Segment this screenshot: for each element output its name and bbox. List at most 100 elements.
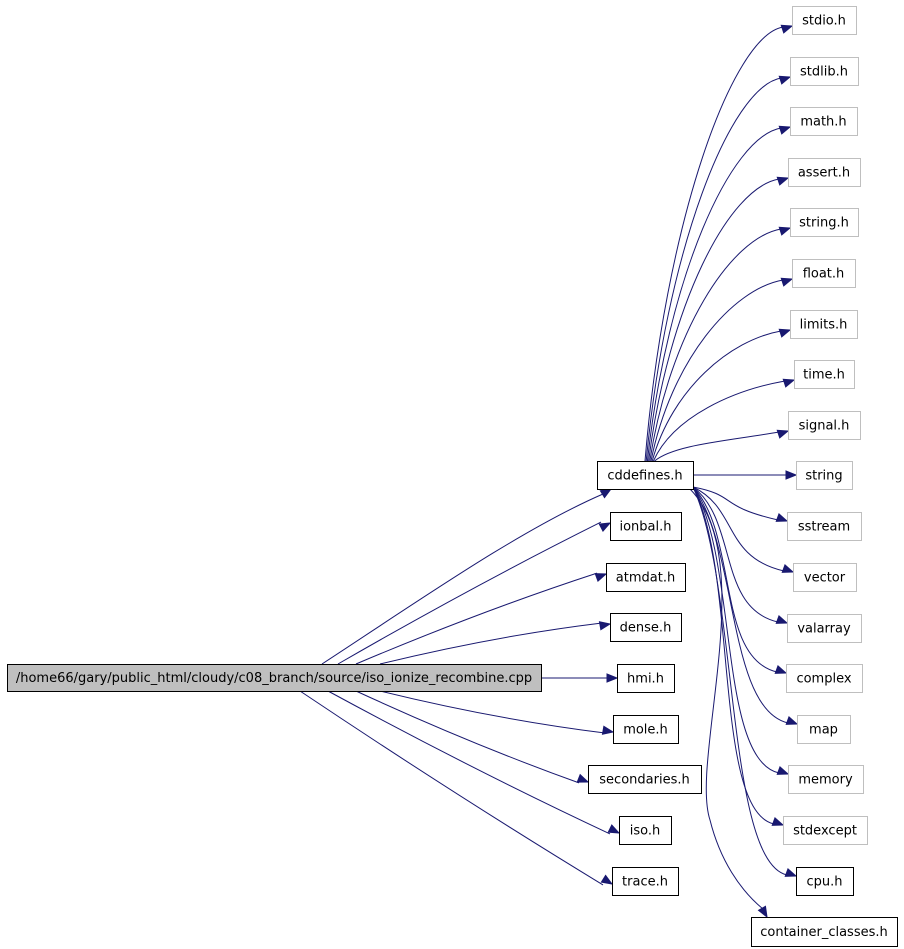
node-string-h-box [790, 208, 859, 237]
node-string[interactable]: string [796, 461, 853, 490]
edge-cddefines-to-container-classes-h [689, 488, 764, 910]
node-hmi-h-label: hmi.h [627, 672, 664, 687]
node-map[interactable]: map [797, 715, 851, 744]
edge-root-to-cddefines-h-arrowhead [599, 488, 613, 499]
edge-cddefines-to-signal-h [654, 431, 780, 462]
edge-cddefines-to-limits-h [651, 330, 782, 462]
node-string-box [796, 461, 853, 490]
node-assert-h-label: assert.h [798, 166, 850, 181]
graph-nodes: /home66/gary/public_html/cloudy/c08_bran… [7, 6, 898, 947]
node-cpu-h-box [796, 867, 854, 896]
node-assert-h[interactable]: assert.h [788, 158, 861, 187]
node-limits-h-box [790, 310, 858, 339]
edge-cddefines-to-cpu-h-arrowhead [784, 867, 798, 877]
node-mole-h[interactable]: mole.h [613, 715, 679, 744]
node-stdexcept[interactable]: stdexcept [783, 816, 868, 845]
node-math-h[interactable]: math.h [790, 107, 858, 136]
edge-root-to-secondaries-h [355, 690, 580, 784]
edge-root-to-dense-h-arrowhead [598, 621, 612, 631]
node-complex[interactable]: complex [786, 664, 863, 693]
node-complex-box [786, 664, 863, 693]
node-dense-h[interactable]: dense.h [610, 613, 682, 642]
node-vector-label: vector [804, 571, 846, 586]
node-limits-h[interactable]: limits.h [790, 310, 858, 339]
node-cddefines-h[interactable]: cddefines.h [597, 461, 694, 490]
node-float-h-label: float.h [803, 267, 845, 282]
node-secondaries-h-box [588, 765, 702, 794]
edge-root-to-hmi-h-arrowhead [606, 673, 619, 683]
edge-root-to-atmdat-h-arrowhead [594, 573, 608, 583]
edge-root-to-dense-h [379, 622, 602, 665]
edge-cddefines-to-stdexcept [692, 486, 775, 825]
node-map-box [797, 715, 851, 744]
edge-root-to-mole-h-arrowhead [601, 725, 615, 735]
node-ionbal-h-box [610, 512, 682, 541]
node-memory[interactable]: memory [788, 765, 864, 794]
node-stdio-h-box [792, 6, 857, 35]
node-time-h-label: time.h [803, 368, 845, 383]
node-float-h[interactable]: float.h [792, 259, 856, 288]
edge-cddefines-to-string-h-arrowhead [778, 226, 792, 236]
edge-cddefines-to-map-arrowhead [785, 715, 799, 725]
node-trace-h[interactable]: trace.h [612, 867, 679, 896]
node-atmdat-h-box [606, 563, 686, 592]
node-string-h[interactable]: string.h [790, 208, 859, 237]
node-hmi-h-box [617, 664, 675, 693]
node-secondaries-h[interactable]: secondaries.h [588, 765, 702, 794]
edge-root-to-atmdat-h [355, 572, 598, 665]
edge-root-to-iso-h [327, 690, 611, 835]
node-complex-label: complex [796, 672, 851, 687]
node-stdlib-h-box [790, 57, 859, 86]
edge-root-to-trace-h-arrowhead [600, 874, 614, 885]
node-map-label: map [809, 723, 838, 738]
edge-cddefines-to-assert-h [648, 178, 780, 462]
edge-cddefines-to-math-h-arrowhead [778, 125, 792, 135]
node-vector[interactable]: vector [793, 563, 857, 592]
node-signal-h[interactable]: signal.h [788, 411, 861, 440]
node-atmdat-h[interactable]: atmdat.h [606, 563, 686, 592]
edge-root-to-ionbal-h [337, 521, 602, 665]
edge-cddefines-to-complex [692, 486, 778, 673]
edge-cddefines-to-float-h [650, 279, 784, 462]
node-assert-h-box [788, 158, 861, 187]
node-mole-h-label: mole.h [623, 723, 668, 738]
node-sstream[interactable]: sstream [787, 512, 862, 541]
node-math-h-label: math.h [800, 115, 846, 130]
node-math-h-box [790, 107, 858, 136]
node-vector-box [793, 563, 857, 592]
edge-cddefines-to-stdlib-h-arrowhead [778, 75, 792, 85]
edge-root-to-trace-h [299, 690, 604, 886]
edge-cddefines-to-time-h-arrowhead [782, 378, 796, 388]
node-cpu-h[interactable]: cpu.h [796, 867, 854, 896]
node-stdexcept-label: stdexcept [793, 824, 857, 839]
node-container-classes-h[interactable]: container_classes.h [751, 917, 898, 947]
root-file-node[interactable]: /home66/gary/public_html/cloudy/c08_bran… [7, 664, 542, 692]
node-stdio-h[interactable]: stdio.h [792, 6, 857, 35]
edge-cddefines-to-container-classes-h-arrowhead [757, 905, 768, 919]
node-mole-h-box [613, 715, 679, 744]
node-valarray[interactable]: valarray [787, 614, 862, 643]
edge-cddefines-to-vector-arrowhead [781, 563, 795, 573]
node-stdio-h-label: stdio.h [802, 14, 846, 29]
node-stdexcept-box [783, 816, 868, 845]
edge-cddefines-to-float-h-arrowhead [780, 277, 794, 287]
edge-root-to-ionbal-h-arrowhead [598, 522, 612, 533]
node-ionbal-h[interactable]: ionbal.h [610, 512, 682, 541]
edge-cddefines-to-complex-arrowhead [774, 664, 788, 674]
edge-cddefines-to-stdio-h [644, 26, 784, 462]
node-signal-h-box [788, 411, 861, 440]
graph-edges [299, 24, 799, 919]
node-valarray-label: valarray [797, 622, 851, 637]
edge-cddefines-to-assert-h-arrowhead [776, 176, 790, 186]
node-string-h-label: string.h [799, 216, 849, 231]
node-sstream-label: sstream [798, 520, 850, 535]
node-stdlib-h[interactable]: stdlib.h [790, 57, 859, 86]
node-iso-h[interactable]: iso.h [619, 816, 672, 845]
node-hmi-h[interactable]: hmi.h [617, 664, 675, 693]
edge-cddefines-to-cpu-h [692, 486, 788, 876]
node-time-h[interactable]: time.h [794, 360, 855, 389]
edge-cddefines-to-limits-h-arrowhead [778, 328, 792, 338]
edge-cddefines-to-stdlib-h [645, 77, 782, 462]
edge-cddefines-to-valarray [692, 486, 779, 623]
